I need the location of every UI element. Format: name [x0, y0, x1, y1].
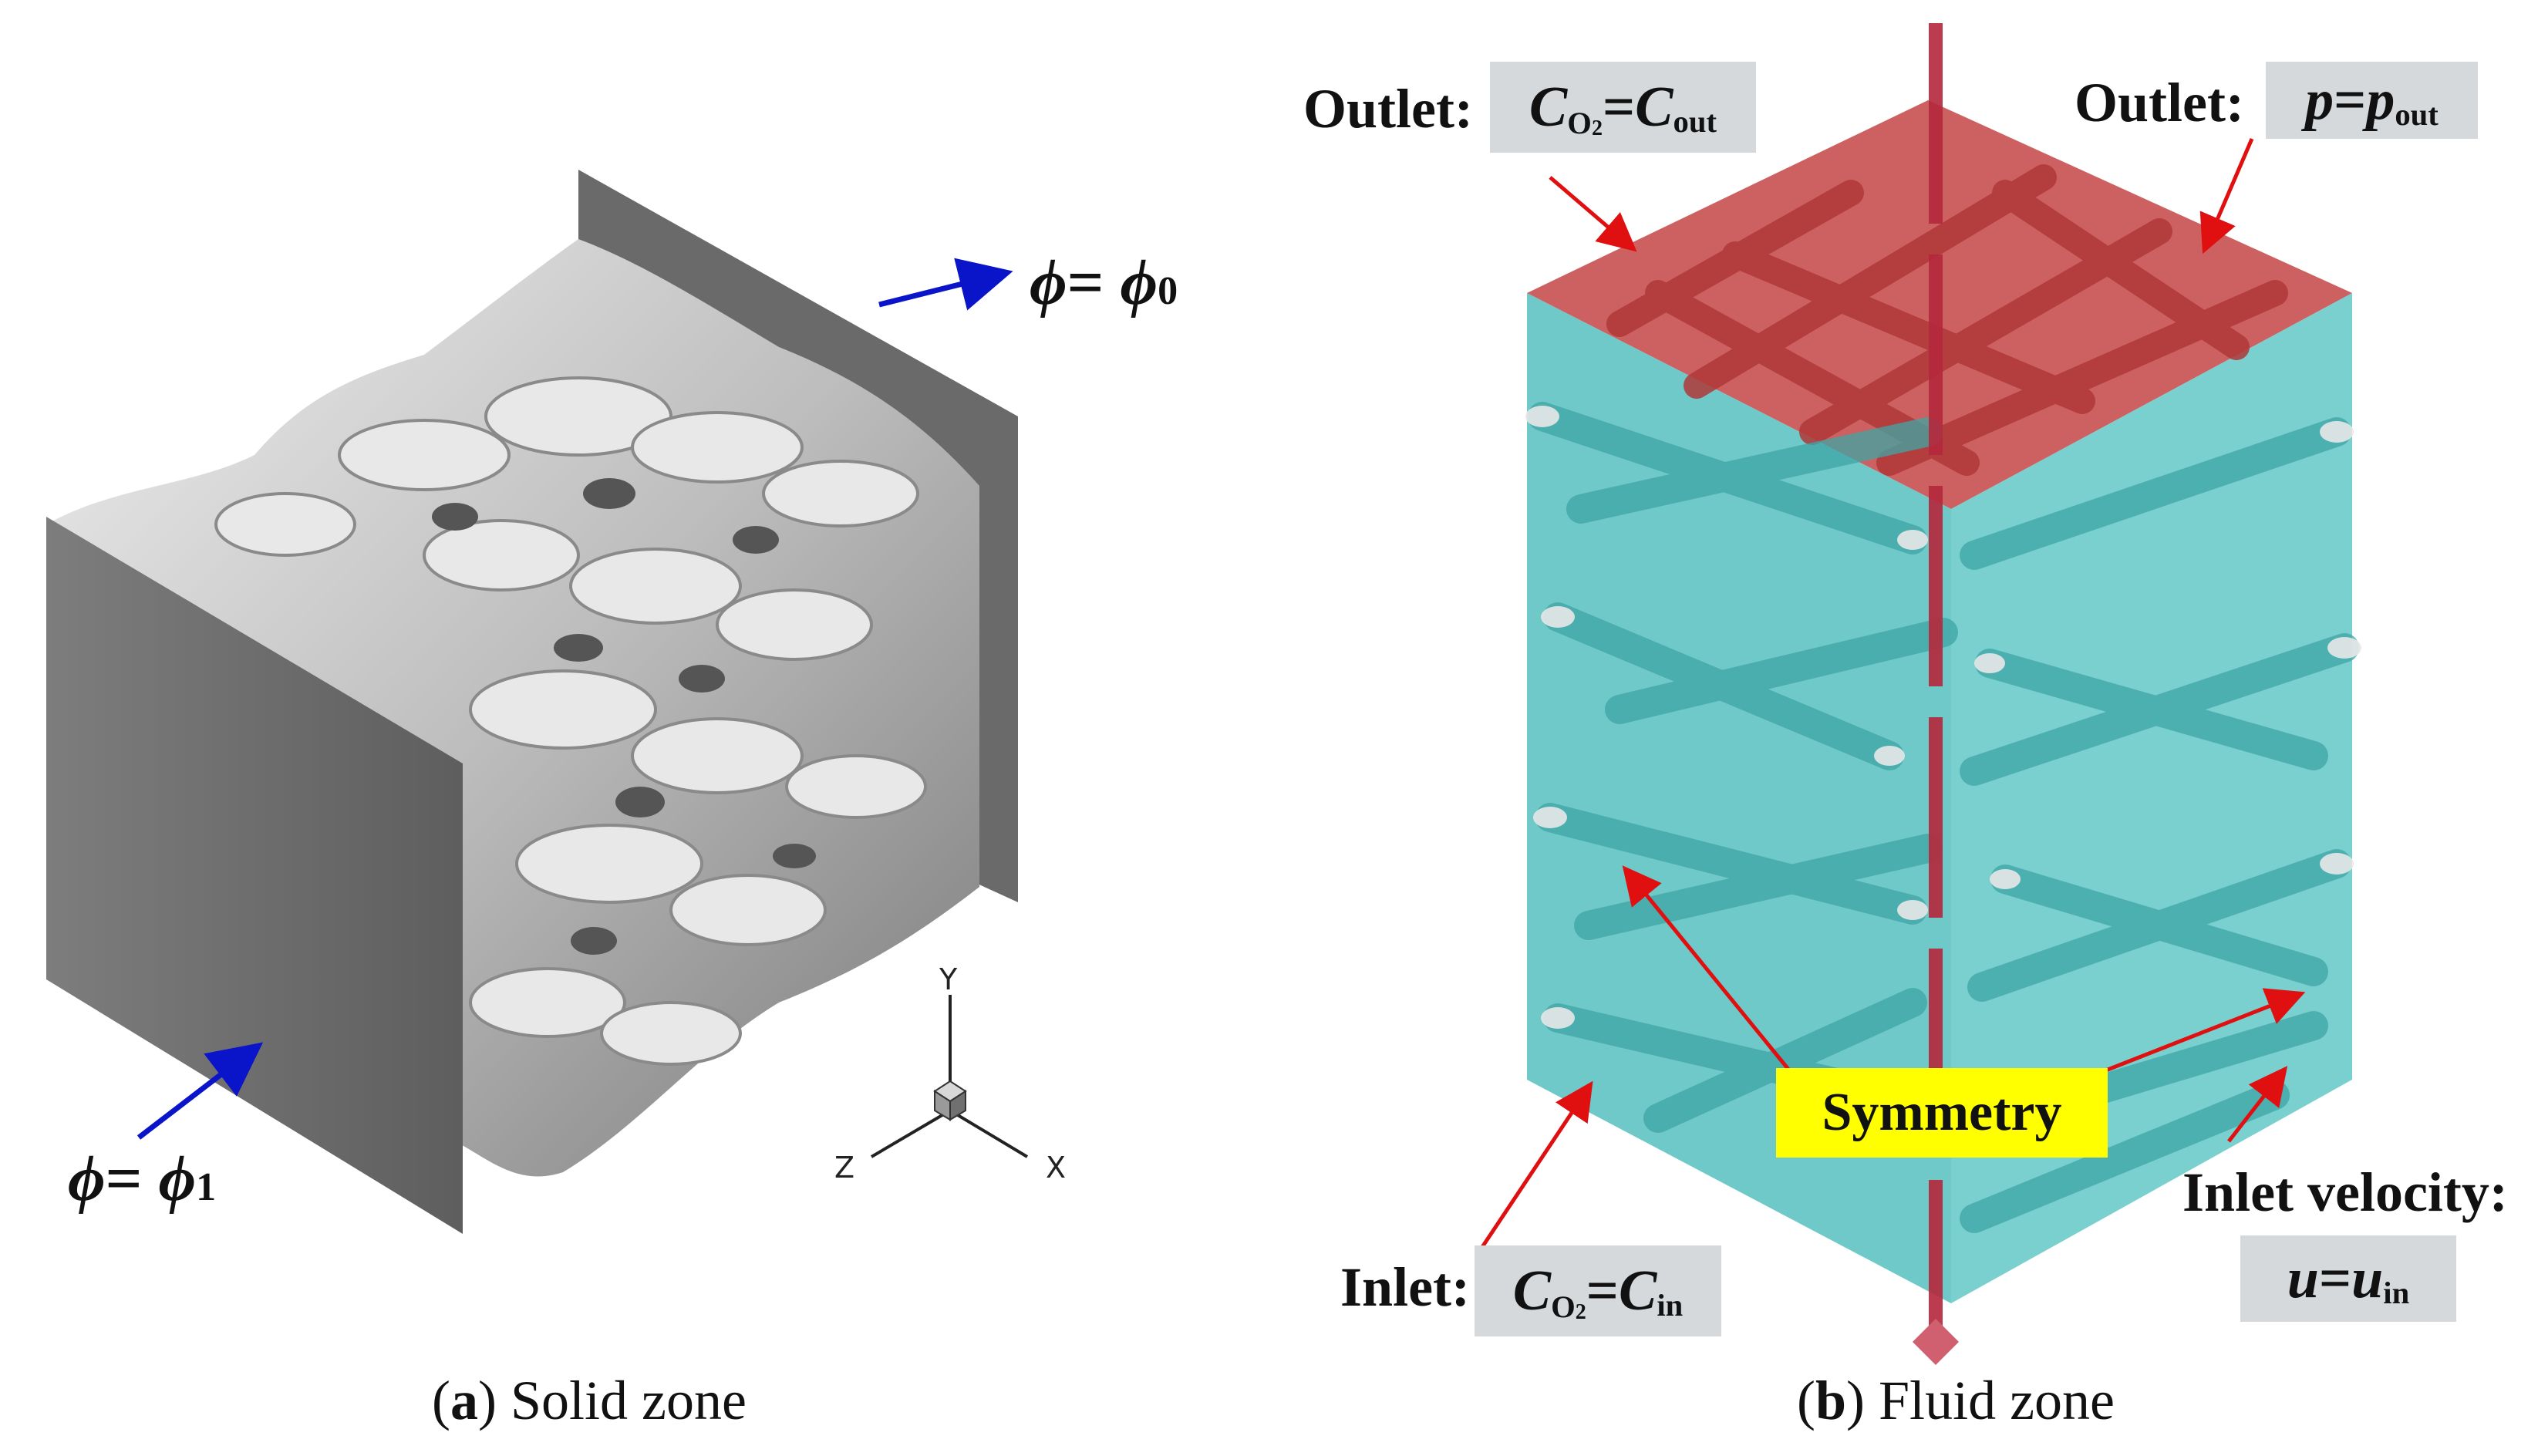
symmetry-line-end: [1913, 1319, 1959, 1365]
inlet-velocity-label: Inlet velocity:: [2182, 1161, 2508, 1225]
symmetry-label: Symmetry: [1776, 1068, 2108, 1158]
caption-b: (b) Fluid zone: [1797, 1369, 2115, 1433]
inlet-left-label: Inlet:: [1340, 1255, 1470, 1320]
outlet-right-label: Outlet:: [2075, 71, 2244, 135]
outlet-left-label: Outlet:: [1303, 77, 1473, 141]
